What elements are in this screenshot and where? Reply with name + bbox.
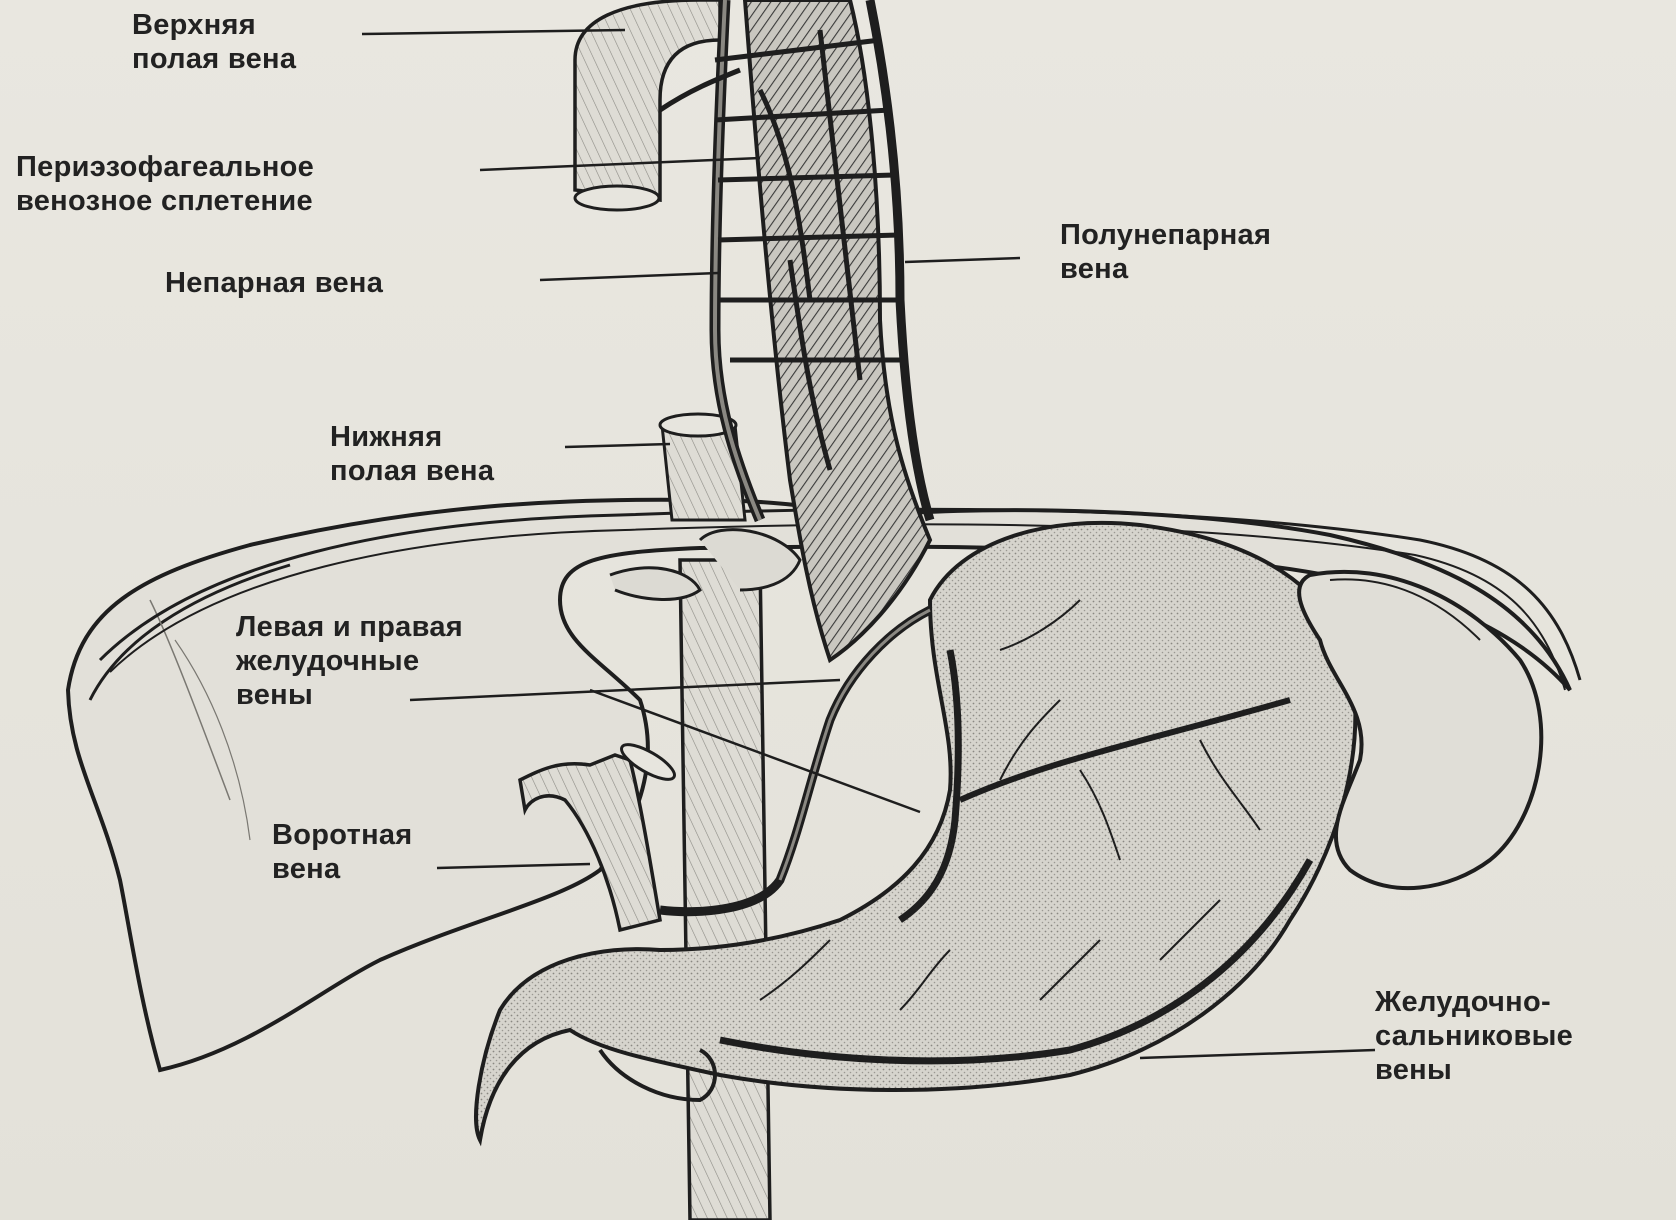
label-azygos-vein: Непарная вена bbox=[165, 266, 383, 300]
label-gastroepiploic-veins: Желудочно- сальниковые вены bbox=[1375, 985, 1573, 1087]
leader-azygos bbox=[540, 273, 718, 280]
label-superior-vena-cava: Верхняя полая вена bbox=[132, 8, 296, 76]
label-gastric-veins: Левая и правая желудочные вены bbox=[236, 610, 463, 712]
label-inferior-vena-cava: Нижняя полая вена bbox=[330, 420, 494, 488]
leader-hemiazygos bbox=[905, 258, 1020, 262]
label-portal-vein: Воротная вена bbox=[272, 818, 413, 886]
ivc-lower bbox=[680, 560, 770, 1220]
leader-gastroepiploic bbox=[1140, 1050, 1375, 1058]
label-hemiazygos-vein: Полунепарная вена bbox=[1060, 218, 1271, 286]
leader-ivc bbox=[565, 444, 670, 447]
label-periesophageal-plexus: Периэзофагеальное венозное сплетение bbox=[16, 150, 314, 218]
